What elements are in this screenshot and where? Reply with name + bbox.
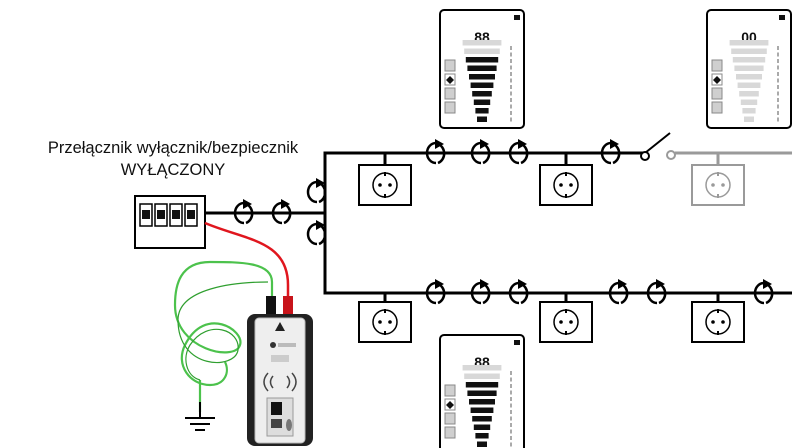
signal-clamp-icon (508, 279, 529, 305)
signal-clamp-icon (233, 199, 254, 225)
circuit-wires (203, 151, 792, 304)
wall-socket-icon (358, 164, 412, 206)
dead-circuit-wire (675, 151, 792, 165)
receiver-top-right: 00 (706, 9, 792, 129)
signal-clamp-icon (508, 139, 529, 165)
switch-icon (640, 132, 671, 161)
signal-clamp-icon (425, 279, 446, 305)
signal-bars (462, 40, 512, 122)
receiver-display-icon (444, 59, 456, 114)
wall-socket-icon (539, 301, 593, 343)
wall-socket-icon (539, 164, 593, 206)
signal-clamp-icon (470, 279, 491, 305)
signal-clamp-icon (470, 139, 491, 165)
transmitter-icon (247, 296, 313, 446)
receiver-bottom: 88 (439, 334, 525, 448)
breaker-label-line1: Przełącznik wyłącznik/bezpiecznik (47, 139, 299, 157)
ground-symbol-icon (185, 402, 215, 431)
signal-clamp-icon (306, 178, 327, 204)
signal-bars (462, 365, 512, 447)
signal-clamp-icon (306, 220, 327, 246)
signal-clamp-icon (600, 139, 621, 165)
signal-bars (729, 40, 779, 122)
red-test-lead (204, 221, 290, 318)
signal-clamp-icon (646, 279, 667, 305)
wall-socket-icon (691, 301, 745, 343)
receiver-display-icon (444, 384, 456, 439)
signal-clamp-icon (753, 279, 774, 305)
signal-clamp-icon (425, 139, 446, 165)
receiver-display-icon (711, 59, 723, 114)
receiver-top-left: 88 (439, 9, 525, 129)
wall-socket-icon (691, 164, 745, 206)
signal-clamp-icon (271, 199, 292, 225)
wall-socket-icon (358, 301, 412, 343)
signal-clamp-icon (608, 279, 629, 305)
breaker-label-line2: WYŁĄCZONY (120, 161, 226, 179)
breaker-panel-icon (134, 195, 206, 249)
